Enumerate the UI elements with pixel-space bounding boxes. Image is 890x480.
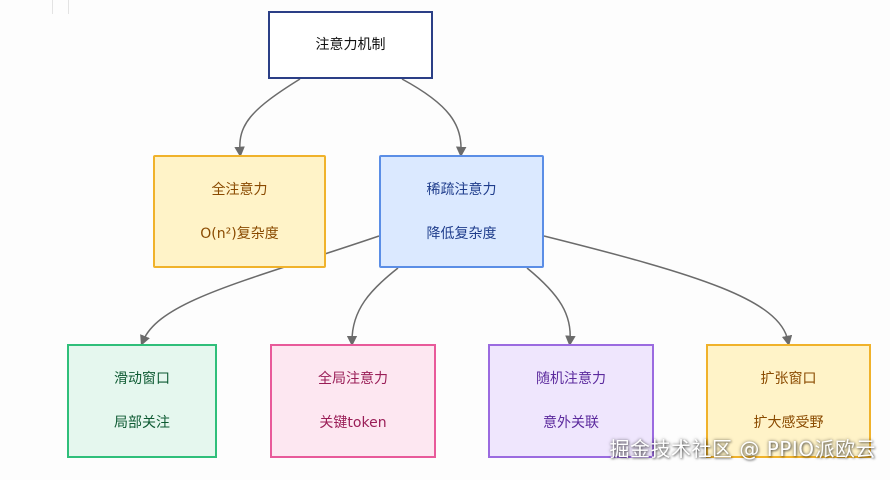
edge-sparse-to-sliding [140,235,380,346]
edge-root-to-full [234,78,301,158]
node-dilated-window: 扩张窗口 扩大感受野 [706,344,871,458]
node-sliding-window: 滑动窗口 局部关注 [67,344,217,458]
node-subtitle: 扩大感受野 [753,415,824,431]
edge-root-to-sparse [401,78,467,158]
node-subtitle: 意外关联 [543,415,599,431]
node-attention-mechanism: 注意力机制 [268,11,433,79]
edge-sparse-to-global [346,267,399,347]
node-title: 扩张窗口 [760,371,817,387]
node-global-attention: 全局注意力 关键token [270,344,436,458]
watermark-text: 掘金技术社区 @ PPIO派欧云 [609,437,876,461]
node-sparse-attention: 稀疏注意力 降低复杂度 [379,155,544,268]
node-title: 全局注意力 [318,371,388,387]
gutter-mark [68,0,69,14]
node-title: 稀疏注意力 [426,181,497,198]
edge-sparse-to-dilated [543,235,793,347]
node-full-attention: 全注意力 O(n²)复杂度 [153,155,326,268]
node-subtitle: 降低复杂度 [426,225,497,242]
edge-sparse-to-random [526,267,576,347]
node-title: 随机注意力 [536,371,606,387]
node-title: 滑动窗口 [114,371,170,387]
node-subtitle: 关键token [319,415,387,431]
gutter-mark [52,0,53,14]
node-label: 注意力机制 [315,37,386,53]
node-random-attention: 随机注意力 意外关联 [488,344,654,458]
node-title: 全注意力 [211,181,268,198]
node-subtitle: O(n²)复杂度 [200,225,279,242]
node-subtitle: 局部关注 [114,415,170,431]
